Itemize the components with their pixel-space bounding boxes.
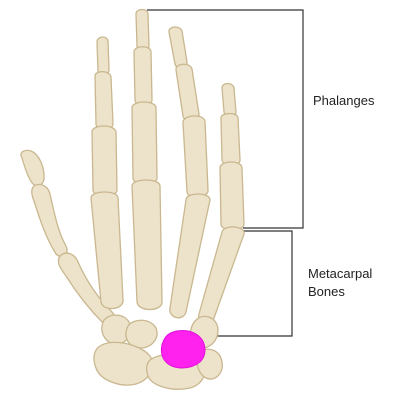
metacarpal-bones-label: Metacarpal Bones (308, 265, 372, 301)
middle-finger-bones (132, 10, 162, 310)
ring-finger-bones (169, 27, 210, 318)
highlighted-carpal-bone (161, 331, 205, 368)
phalanges-label: Phalanges (313, 92, 374, 110)
metacarpal-label-line2: Bones (308, 283, 372, 301)
metacarpal-label-line1: Metacarpal (308, 265, 372, 283)
index-finger-bones (91, 37, 123, 309)
